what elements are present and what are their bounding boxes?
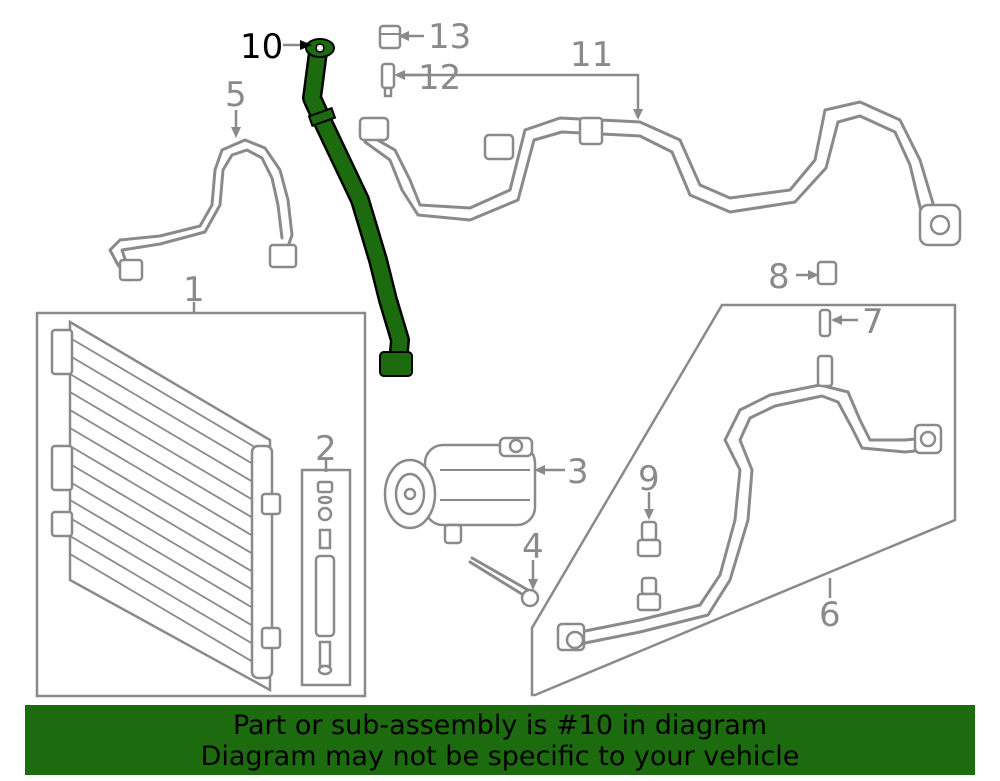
part-6-hose[interactable] xyxy=(556,354,943,652)
banner-line-2: Diagram may not be specific to your vehi… xyxy=(200,741,800,772)
part-10-ac-hose[interactable] xyxy=(302,38,413,377)
part-8-cap[interactable] xyxy=(816,260,838,286)
parts-diagram: 1 2 3 4 5 6 7 8 9 10 11 12 13 xyxy=(35,17,962,698)
part-12-valve[interactable] xyxy=(380,62,396,98)
part-1-box xyxy=(35,311,367,698)
part-13-cap[interactable] xyxy=(378,24,402,50)
callout-11: 11 xyxy=(570,35,613,75)
leader-lines xyxy=(192,31,858,598)
part-3-compressor[interactable] xyxy=(383,436,537,545)
callout-2: 2 xyxy=(315,429,337,469)
callout-7: 7 xyxy=(862,302,884,342)
callout-12: 12 xyxy=(418,58,461,98)
part-5-hose[interactable] xyxy=(108,138,298,282)
part-1-condenser[interactable] xyxy=(50,319,282,693)
callout-5: 5 xyxy=(225,75,247,115)
callout-3: 3 xyxy=(567,452,589,492)
banner-line-1: Part or sub-assembly is #10 in diagram xyxy=(232,710,768,741)
part-2-receiver-drier[interactable] xyxy=(314,480,336,676)
callout-6: 6 xyxy=(819,595,841,635)
callout-8: 8 xyxy=(768,257,790,297)
info-banner: Part or sub-assembly is #10 in diagram D… xyxy=(25,705,975,775)
callout-10: 10 xyxy=(240,27,283,67)
callout-13: 13 xyxy=(428,17,471,57)
callout-9: 9 xyxy=(638,459,660,499)
callout-4: 4 xyxy=(522,527,544,567)
part-7-valve[interactable] xyxy=(818,308,832,338)
callout-1: 1 xyxy=(183,270,205,310)
part-11-hose[interactable] xyxy=(358,100,962,247)
part-6-box xyxy=(530,303,957,697)
part-4-bolt[interactable] xyxy=(468,556,540,608)
part-9-sensor[interactable] xyxy=(636,520,662,612)
